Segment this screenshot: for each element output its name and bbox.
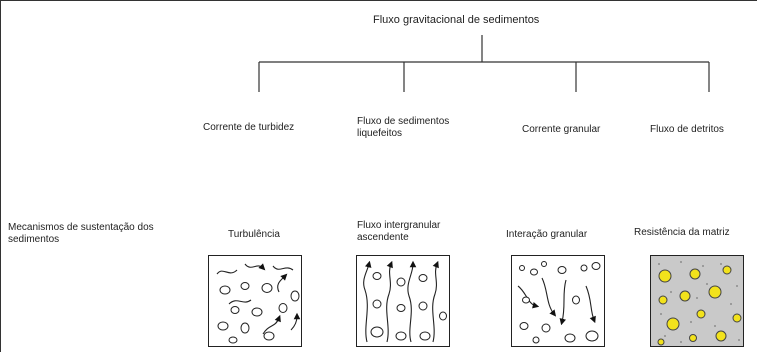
upward-intergranular-flow-diagram — [356, 255, 450, 347]
granular-interaction-diagram — [511, 255, 605, 347]
mechanisms-row-label: Mecanismos de sustentação dos sedimentos — [8, 222, 154, 245]
frame-top-border — [0, 0, 757, 1]
root-title: Fluxo gravitacional de sedimentos — [373, 14, 540, 26]
type-grain-flow: Corrente granular — [522, 124, 601, 135]
turbulence-diagram — [208, 255, 302, 347]
mechanism-label-turbulence: Turbulência — [228, 229, 280, 240]
matrix-strength-diagram — [650, 255, 744, 347]
type-turbidity-current: Corrente de turbidez — [203, 122, 295, 133]
type-liquefied-flow: Fluxo de sedimentos liquefeitos — [357, 116, 450, 139]
frame-left-border — [0, 0, 1, 352]
mechanism-label-granular-interaction: Interação granular — [506, 229, 588, 240]
type-debris-flow: Fluxo de detritos — [650, 124, 724, 135]
mechanism-label-upward-flow: Fluxo intergranular ascendente — [357, 220, 441, 243]
mechanism-label-matrix-strength: Resistência da matriz — [634, 227, 730, 238]
